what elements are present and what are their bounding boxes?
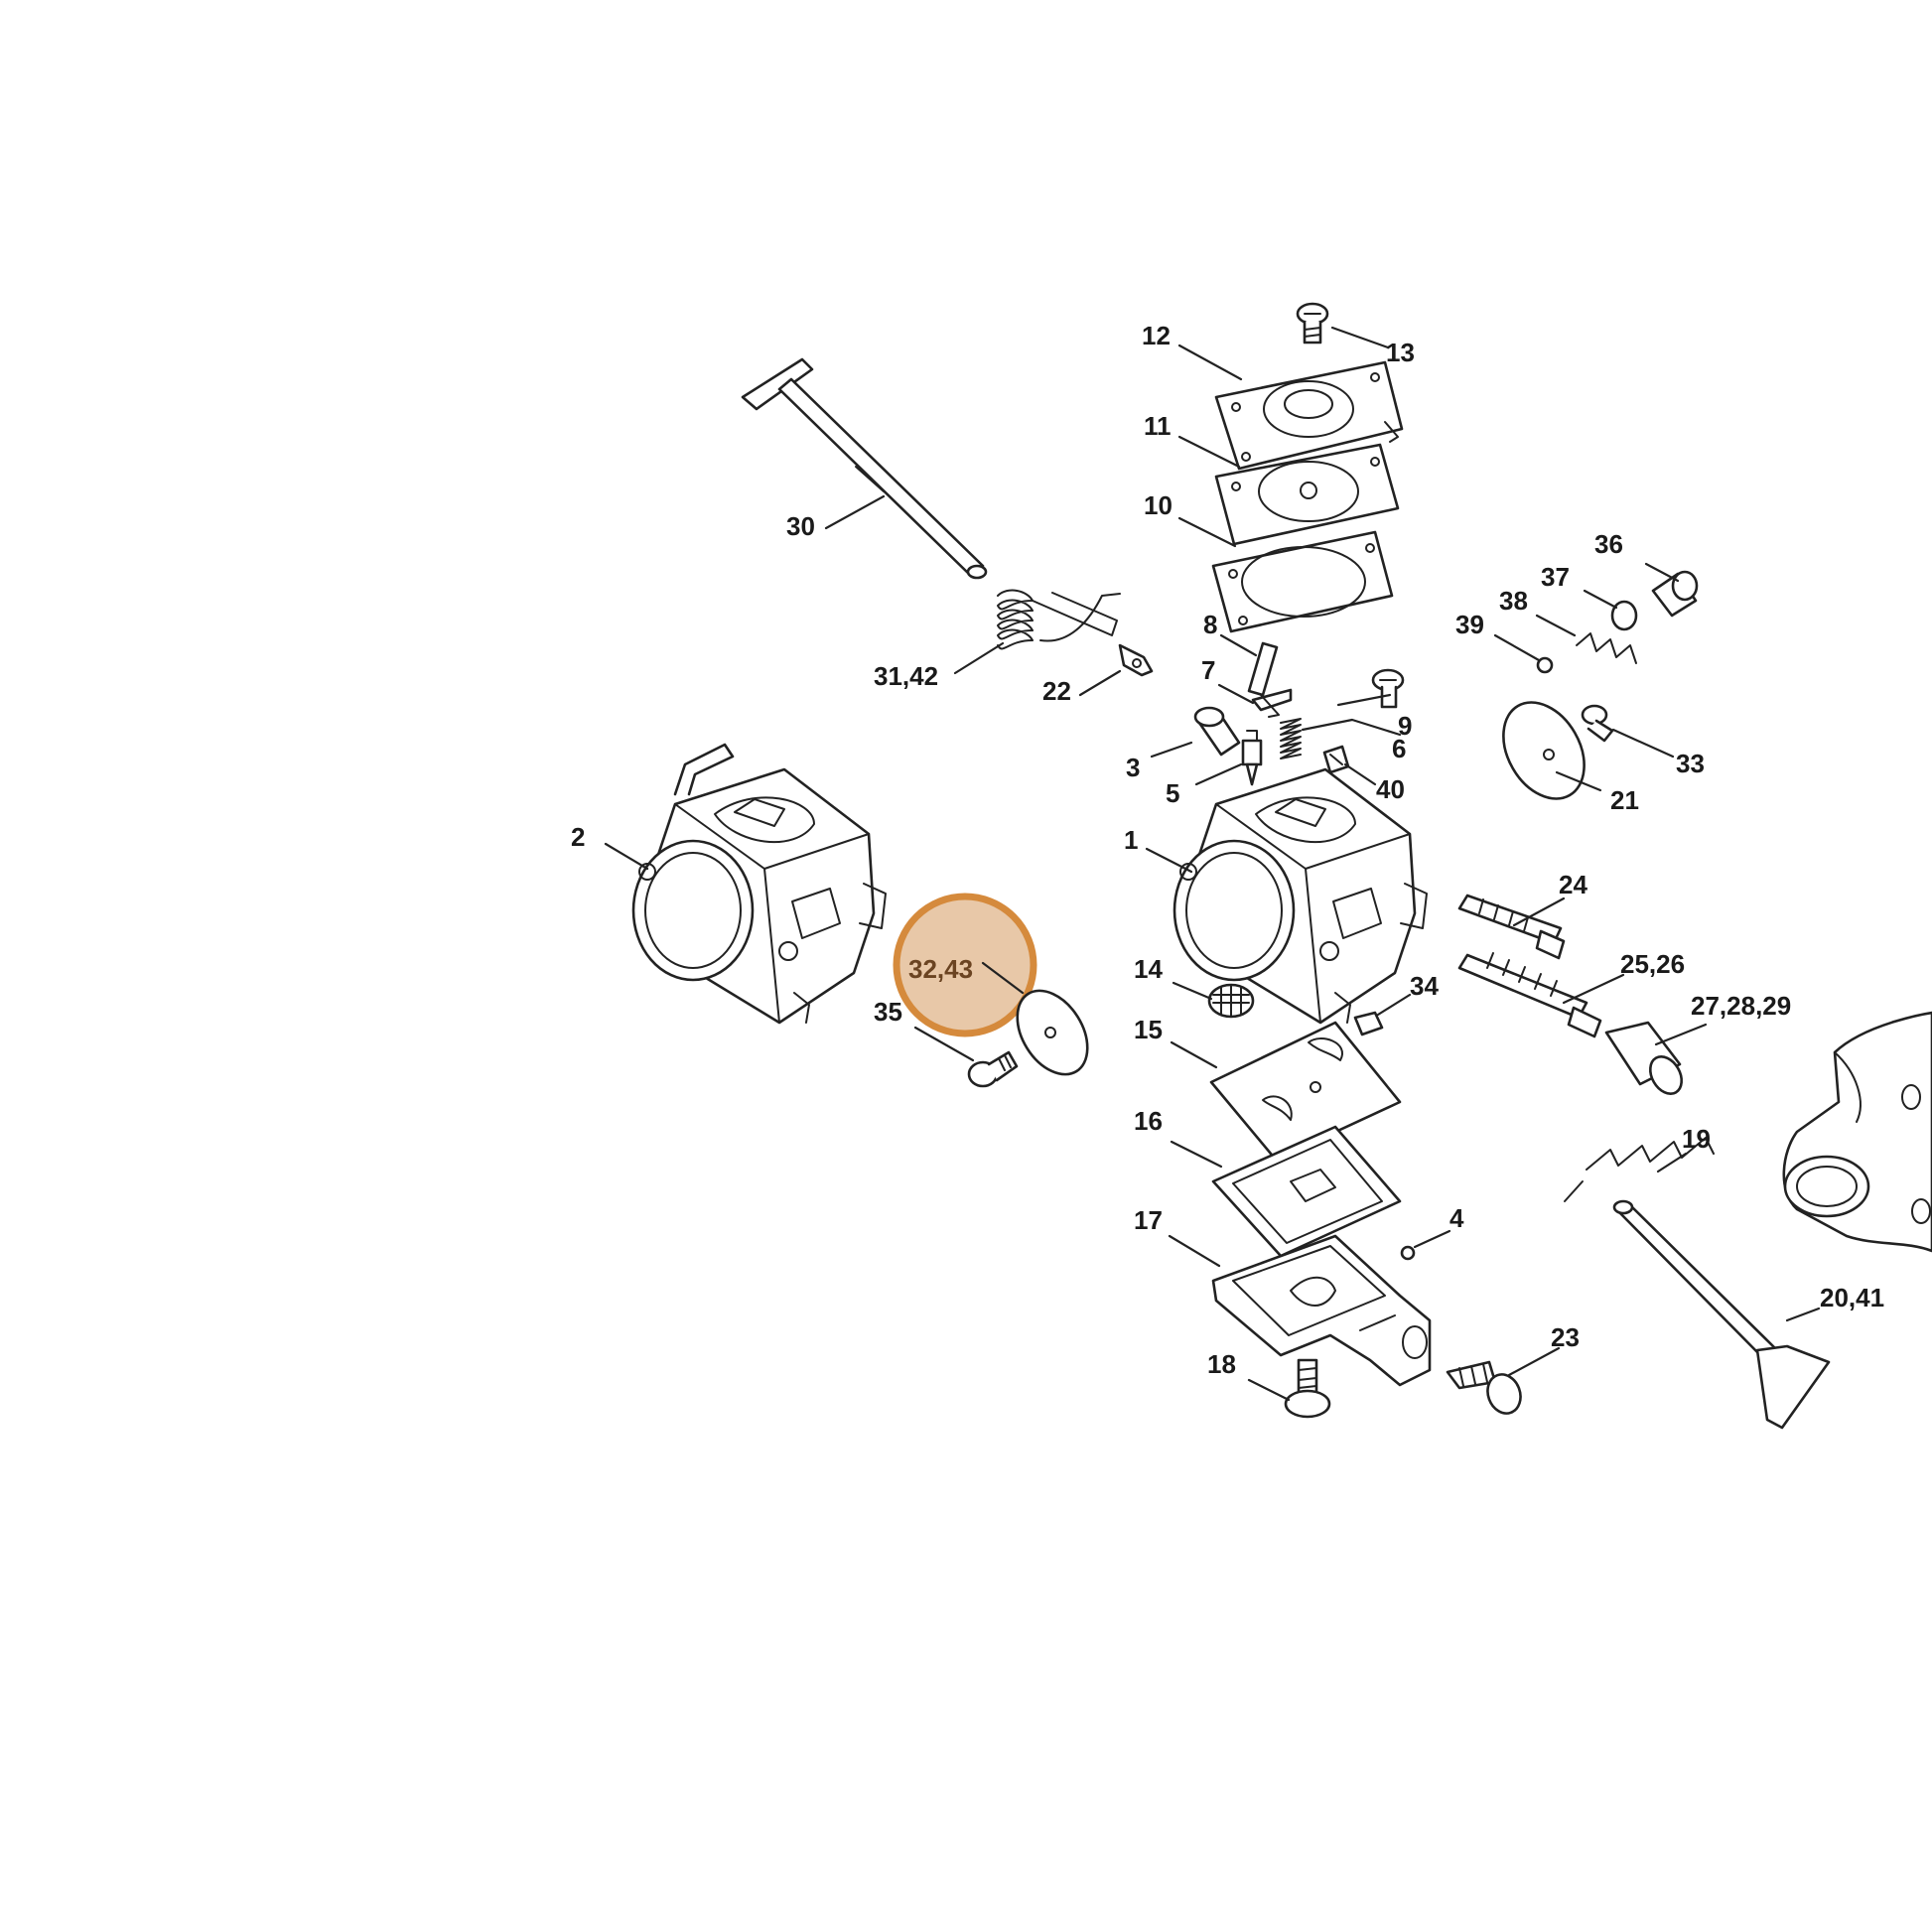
callout-11[interactable]: 11	[1144, 411, 1172, 441]
callout-38[interactable]: 38	[1499, 586, 1528, 616]
callout-3[interactable]: 3	[1126, 753, 1140, 782]
callout-25-26[interactable]: 25,26	[1620, 949, 1685, 979]
part-16-gasket[interactable]	[1211, 1125, 1402, 1258]
part-adjoining-housing	[1782, 1011, 1932, 1253]
callout-39[interactable]: 39	[1455, 610, 1484, 639]
part-40-nut[interactable]	[1322, 745, 1350, 774]
callout-34[interactable]: 34	[1410, 971, 1439, 1001]
part-32-43-disc[interactable]	[1003, 978, 1102, 1087]
callout-17[interactable]: 17	[1134, 1205, 1163, 1235]
callout-9[interactable]: 9	[1398, 711, 1412, 741]
part-20-41-choke-shaft[interactable]	[1612, 1199, 1831, 1430]
callout-31-42[interactable]: 31,42	[874, 661, 938, 691]
callout-32-43[interactable]: 32,43	[908, 954, 973, 984]
part-9-screw[interactable]	[1371, 668, 1405, 709]
part-7-lever[interactable]	[1251, 688, 1293, 718]
callout-24[interactable]: 24	[1559, 870, 1587, 899]
callout-33[interactable]: 33	[1676, 749, 1705, 778]
part-39-ball[interactable]	[1536, 656, 1554, 674]
part-5-needle-valve[interactable]	[1241, 730, 1263, 786]
part-24-needle[interactable]	[1457, 894, 1566, 960]
leader-lines	[604, 326, 1821, 1402]
part-25-26-needle-spring[interactable]	[1457, 952, 1602, 1038]
callout-4[interactable]: 4	[1449, 1203, 1464, 1233]
part-21-disc[interactable]	[1487, 688, 1600, 813]
callout-35[interactable]: 35	[874, 997, 902, 1027]
callout-13[interactable]: 13	[1386, 338, 1415, 367]
part-38-spring[interactable]	[1576, 632, 1637, 664]
callout-19[interactable]: 19	[1682, 1124, 1711, 1154]
part-10-gasket[interactable]	[1211, 530, 1394, 633]
callout-7[interactable]: 7	[1201, 655, 1215, 685]
callout-10[interactable]: 10	[1144, 490, 1173, 520]
callout-22[interactable]: 22	[1042, 676, 1071, 706]
part-22-clip[interactable]	[1118, 643, 1154, 677]
part-37-o-ring[interactable]	[1610, 600, 1638, 631]
part-17-housing[interactable]	[1211, 1234, 1432, 1387]
part-1-carburetor-body[interactable]	[1173, 767, 1428, 1025]
callout-6[interactable]: 6	[1392, 734, 1406, 763]
callout-36[interactable]: 36	[1594, 529, 1623, 559]
part-18-screw[interactable]	[1284, 1358, 1331, 1419]
part-23-needle-screw[interactable]	[1446, 1360, 1526, 1418]
part-2-carburetor-body[interactable]	[631, 743, 887, 1025]
part-13-screw[interactable]	[1296, 302, 1329, 345]
callout-27-28-29[interactable]: 27,28,29	[1691, 991, 1791, 1021]
part-30-throttle-shaft[interactable]	[741, 357, 988, 580]
part-8-pin[interactable]	[1247, 641, 1279, 697]
callout-20-41[interactable]: 20,41	[1820, 1283, 1884, 1312]
part-12-cover-plate[interactable]	[1214, 360, 1404, 471]
callout-12[interactable]: 12	[1142, 321, 1171, 350]
callout-23[interactable]: 23	[1551, 1322, 1580, 1352]
part-4-ball[interactable]	[1400, 1245, 1416, 1261]
callout-18[interactable]: 18	[1207, 1349, 1236, 1379]
callout-labels: 12 13 11 10 30 31,42 22 8 7 9 6 40 3 5 3…	[571, 321, 1884, 1379]
callout-16[interactable]: 16	[1134, 1106, 1163, 1136]
callout-15[interactable]: 15	[1134, 1015, 1163, 1044]
callout-21[interactable]: 21	[1610, 785, 1639, 815]
part-31-42-spring[interactable]	[997, 589, 1121, 650]
part-35-screw[interactable]	[967, 1050, 1019, 1088]
part-11-diaphragm[interactable]	[1214, 443, 1400, 546]
part-15-gasket[interactable]	[1209, 1021, 1402, 1162]
callout-5[interactable]: 5	[1166, 778, 1179, 808]
callout-2[interactable]: 2	[571, 822, 585, 852]
highlight-circle-32-43[interactable]	[893, 893, 1037, 1037]
callout-14[interactable]: 14	[1134, 954, 1163, 984]
part-34-clip[interactable]	[1353, 1011, 1384, 1036]
part-27-28-29-limiter-cap[interactable]	[1604, 1021, 1688, 1099]
part-14-screen[interactable]	[1207, 983, 1255, 1019]
callout-30[interactable]: 30	[786, 511, 815, 541]
callout-40[interactable]: 40	[1376, 774, 1405, 804]
part-3-cap[interactable]	[1193, 706, 1241, 757]
callout-8[interactable]: 8	[1203, 610, 1217, 639]
part-6-spring[interactable]	[1280, 718, 1302, 759]
part-19-spring[interactable]	[1564, 1137, 1715, 1202]
callout-1[interactable]: 1	[1124, 825, 1138, 855]
part-36-plug[interactable]	[1651, 570, 1699, 618]
part-33-screw[interactable]	[1581, 704, 1614, 743]
callout-37[interactable]: 37	[1541, 562, 1570, 592]
